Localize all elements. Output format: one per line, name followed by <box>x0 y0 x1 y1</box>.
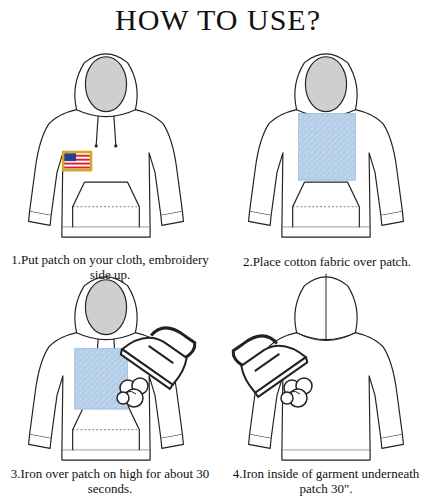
title: HOW TO USE? <box>0 2 436 38</box>
step-caption: 1.Put patch on your cloth, embroidery si… <box>10 252 210 282</box>
step-caption: 3.Iron over patch on high for about 30 s… <box>8 466 212 496</box>
step-caption: 2.Place cotton fabric over patch. <box>222 254 432 269</box>
step-caption: 4.Iron inside of garment underneath patc… <box>222 466 430 496</box>
